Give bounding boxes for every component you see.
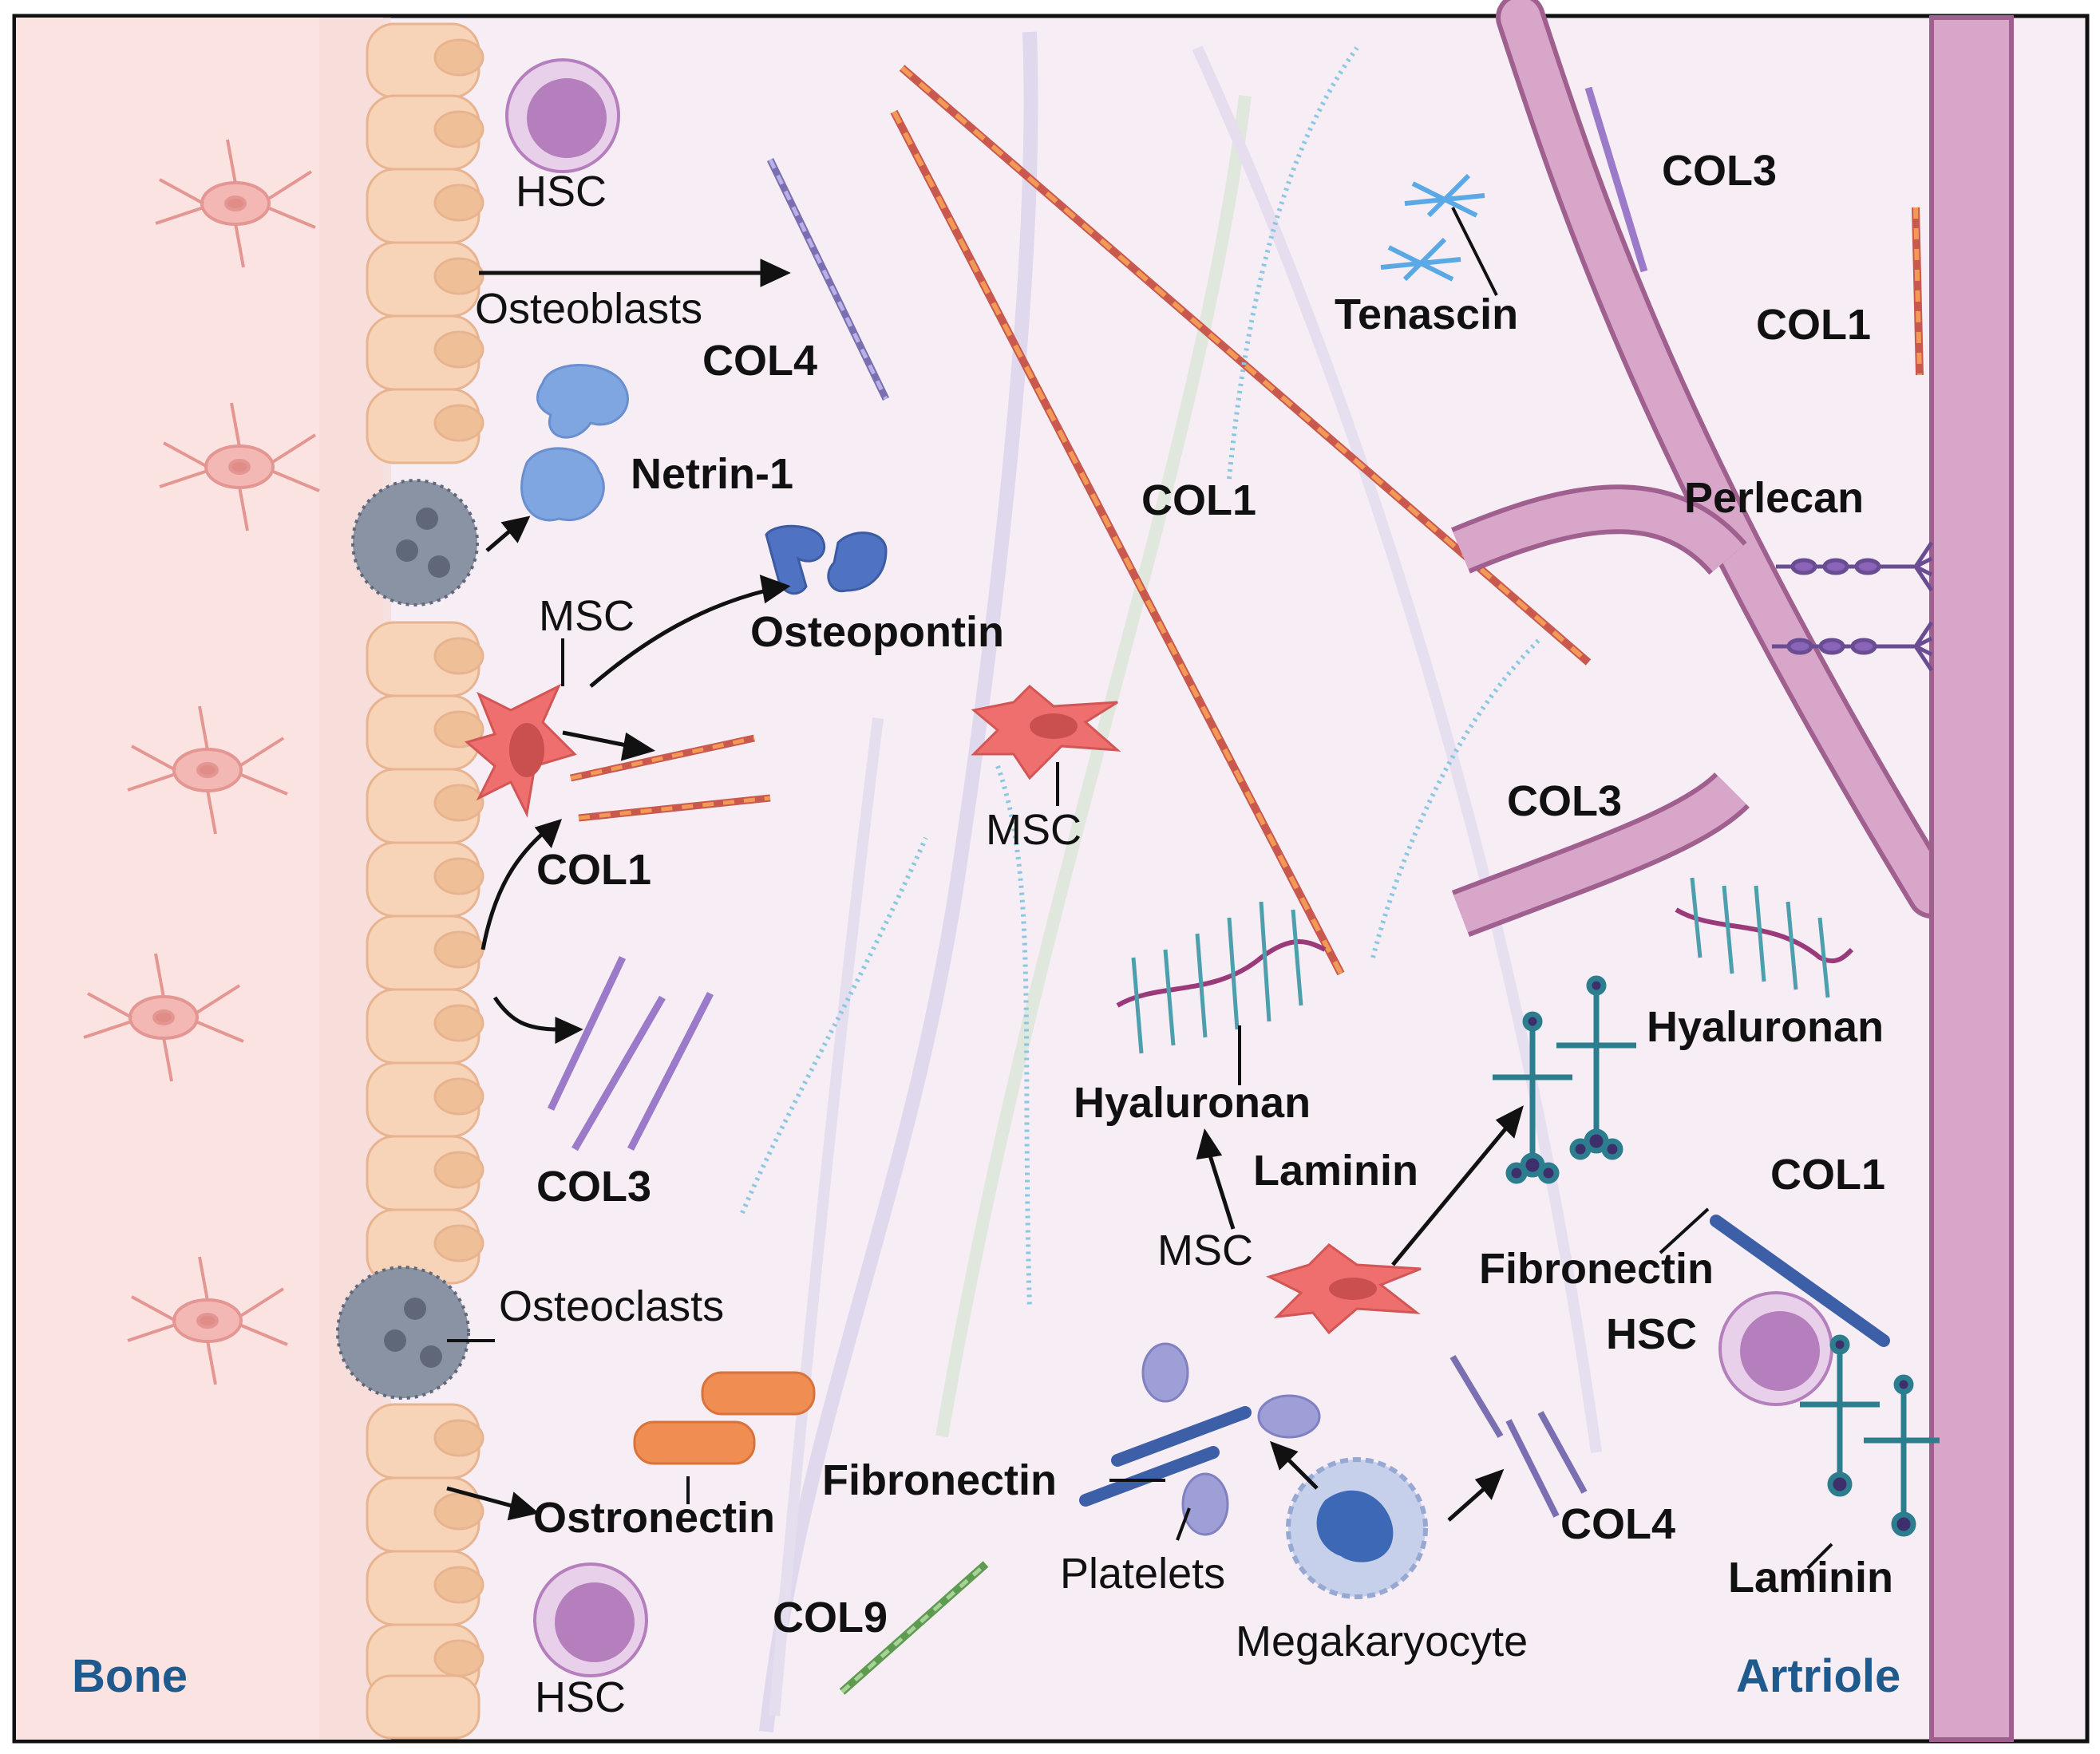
col3-label-left: COL3 xyxy=(536,1163,651,1211)
netrin-1-label: Netrin-1 xyxy=(631,450,793,498)
perlecan-label: Perlecan xyxy=(1684,474,1864,522)
osteoblast-cell xyxy=(366,1550,484,1626)
hsc-cell xyxy=(1718,1291,1833,1406)
msc-cell xyxy=(971,684,1121,780)
fibronectin-label-right: Fibronectin xyxy=(1479,1245,1714,1293)
osteoblast-cell xyxy=(366,1403,484,1479)
col1-label-top-right: COL1 xyxy=(1756,301,1871,349)
osteocyte-icon xyxy=(127,1256,288,1385)
osteoblast-cell xyxy=(366,314,484,391)
osteocyte-icon xyxy=(83,953,244,1082)
col3-label-top-right: COL3 xyxy=(1662,147,1777,195)
osteoblast-cell xyxy=(366,1208,484,1285)
osteocyte-icon xyxy=(127,705,288,835)
fibronectin-label-left: Fibronectin xyxy=(822,1456,1057,1504)
col1-fibril-short xyxy=(570,734,771,822)
osteopontin-label: Osteopontin xyxy=(750,608,1004,656)
msc-cell xyxy=(1265,1243,1422,1335)
col4-fibril xyxy=(766,158,890,401)
hyaluronan-label-center: Hyaluronan xyxy=(1074,1079,1311,1127)
col1-label-left: COL1 xyxy=(536,846,651,894)
col1-label-center: COL1 xyxy=(1141,476,1256,524)
col9-fibril xyxy=(839,1561,989,1695)
hsc-label-bottom: HSC xyxy=(535,1673,626,1721)
perlecan-protein xyxy=(1772,541,1934,672)
msc-label-lower: MSC xyxy=(1157,1227,1253,1274)
bone-region-label: Bone xyxy=(72,1650,188,1702)
msc-cell xyxy=(464,683,577,818)
arrows xyxy=(446,259,1524,1522)
osteoblast-cell xyxy=(366,621,484,697)
osteoblast-cell xyxy=(366,1476,484,1553)
osteoblast-cell xyxy=(366,988,484,1065)
background-fibrils xyxy=(759,31,1602,1732)
ostronectin-protein xyxy=(633,1371,816,1465)
osteoblast-cell xyxy=(366,22,484,99)
osteopontin-protein xyxy=(765,524,888,595)
megakaryocyte-label: Megakaryocyte xyxy=(1236,1618,1528,1665)
hsc-cell xyxy=(533,1562,648,1677)
laminin-label-center: Laminin xyxy=(1253,1147,1418,1195)
col1-fibril-small xyxy=(1912,207,1924,376)
osteoblast-cell xyxy=(366,841,484,918)
col1-label-right: COL1 xyxy=(1770,1151,1885,1199)
hyaluronan-label-right: Hyaluronan xyxy=(1647,1003,1884,1051)
fibronectin-molecule xyxy=(1079,1215,1890,1507)
col4-label-bottom: COL4 xyxy=(1560,1500,1675,1548)
osteoblast-cell xyxy=(366,1135,484,1211)
osteocyte-icon xyxy=(155,139,316,268)
col4-fibril xyxy=(1449,1354,1588,1518)
osteoclasts-label: Osteoclasts xyxy=(499,1282,724,1330)
platelet-cells xyxy=(1141,1342,1321,1536)
col4-label-top: COL4 xyxy=(702,337,817,385)
megakaryocyte-cell xyxy=(1286,1457,1428,1599)
osteoblast-cell xyxy=(366,768,484,844)
col1-fibril xyxy=(890,109,1345,976)
osteoblast-cell xyxy=(366,168,484,244)
laminin-molecule xyxy=(1493,975,1636,1184)
osteoblast-cell xyxy=(366,1061,484,1138)
hsc-label-top: HSC xyxy=(516,168,607,215)
osteoblast-cell xyxy=(366,388,484,464)
blue-fibrils xyxy=(740,46,1543,1310)
tenascin-label: Tenascin xyxy=(1335,290,1518,338)
col9-label: COL9 xyxy=(773,1594,888,1641)
osteoblast-cell xyxy=(366,694,484,771)
osteoclast-cell xyxy=(336,1266,470,1400)
laminin-label-right: Laminin xyxy=(1728,1554,1893,1602)
platelets-label: Platelets xyxy=(1060,1550,1225,1598)
hsc-label-right: HSC xyxy=(1606,1310,1697,1358)
hyaluronan-molecule xyxy=(1675,877,1854,998)
msc-label-center: MSC xyxy=(986,806,1082,854)
msc-label-left: MSC xyxy=(539,592,635,640)
ostronectin-label: Ostronectin xyxy=(533,1494,775,1542)
tenascin-protein xyxy=(1380,173,1485,282)
hyaluronan-molecule xyxy=(1116,901,1327,1054)
osteocyte-icon xyxy=(159,402,320,531)
arteriole-region-label: Artriole xyxy=(1736,1650,1900,1702)
laminin-molecule xyxy=(1800,1334,1940,1537)
osteoblasts-label: Osteoblasts xyxy=(475,285,702,333)
arteriole-vessel xyxy=(1451,0,2014,1742)
osteoblast-cell xyxy=(366,94,484,171)
hsc-cell xyxy=(505,58,620,173)
osteoblast-lining xyxy=(366,22,484,1740)
osteoblast-cell xyxy=(366,241,484,318)
osteocytes xyxy=(83,139,320,1385)
leader-lines xyxy=(447,207,1833,1570)
osteoblast-cell xyxy=(366,1674,481,1740)
osteoclast-cell xyxy=(351,479,479,606)
col3-label-mid-right: COL3 xyxy=(1507,777,1622,825)
osteoblast-cell xyxy=(366,915,484,991)
netrin-1-protein xyxy=(520,364,629,522)
